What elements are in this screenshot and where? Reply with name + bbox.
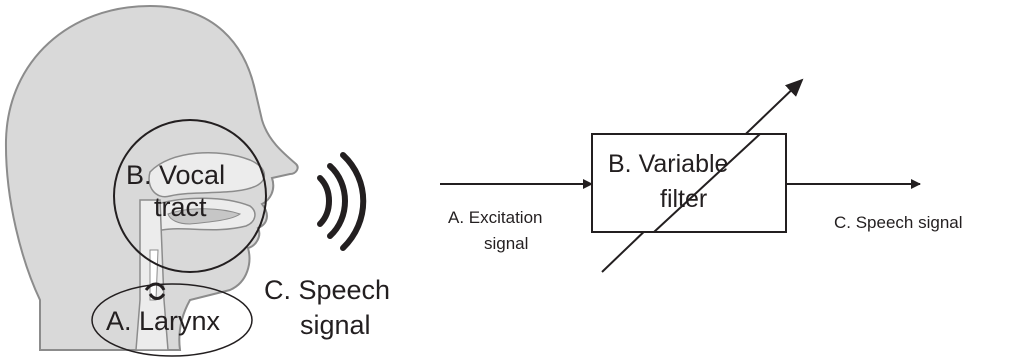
sound-wave-arc-3	[340, 152, 367, 251]
sound-wave-arc-2	[327, 163, 348, 239]
nasal-cavity	[148, 152, 265, 198]
filter-label-line1: B. Variable	[608, 150, 728, 178]
vocal-tract-circle	[113, 119, 267, 273]
output-label: C. Speech signal	[834, 213, 963, 232]
larynx-ellipse	[91, 283, 253, 357]
vocal-tract-label-line1: B. Vocal	[126, 160, 225, 190]
head-illustration: B. Vocal tract A. Larynx	[4, 4, 299, 357]
speech-signal-label-line2: signal	[300, 310, 371, 340]
larynx-label: A. Larynx	[106, 306, 221, 336]
input-label-line1: A. Excitation	[448, 208, 543, 227]
sound-wave-arc-1	[317, 175, 332, 227]
trachea	[149, 249, 159, 301]
speech-signal-label-line1: C. Speech	[264, 275, 390, 305]
tongue	[167, 208, 242, 225]
vocal-tract-label-line2: tract	[154, 192, 207, 222]
input-label-line2: signal	[484, 234, 528, 253]
variable-filter-box	[591, 133, 787, 233]
filter-label-line2: filter	[660, 185, 707, 213]
source-filter-model: A. Excitation signal B. Variable filter …	[440, 78, 963, 273]
sound-wave-icon	[317, 152, 367, 251]
variable-arrow-through-box	[653, 133, 761, 233]
